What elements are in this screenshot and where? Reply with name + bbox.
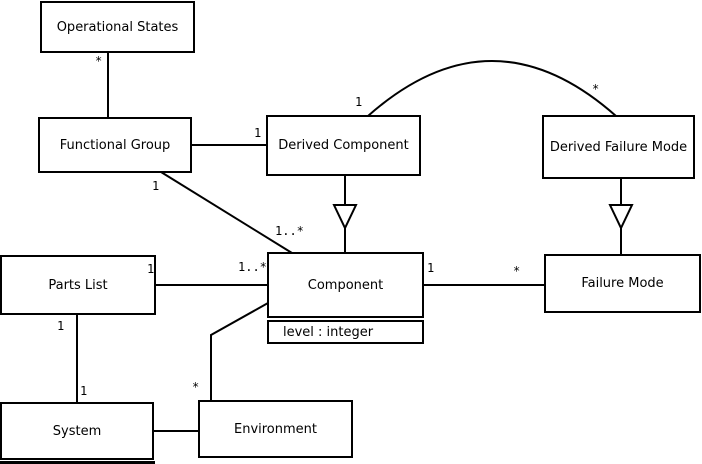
- class-component-attribute-compartment: level : integer: [267, 320, 424, 344]
- class-component: Component: [267, 252, 424, 318]
- class-derived-component: Derived Component: [266, 115, 421, 176]
- class-operational-states: Operational States: [40, 1, 195, 53]
- class-name: Environment: [233, 421, 317, 437]
- generalization-triangle-icon: [608, 204, 634, 231]
- system-cropped-compartment-edge: [0, 461, 155, 464]
- multiplicity-label: 1: [152, 179, 160, 193]
- multiplicity-label: *: [513, 264, 521, 278]
- multiplicity-label: *: [95, 54, 103, 68]
- class-environment: Environment: [198, 400, 353, 458]
- class-name: Failure Mode: [581, 276, 664, 291]
- class-name: System: [52, 423, 102, 439]
- class-functional-group: Functional Group: [38, 117, 192, 173]
- class-name: Operational States: [56, 19, 179, 35]
- association-environment-component: [210, 302, 269, 401]
- multiplicity-label: 1: [427, 261, 435, 275]
- association-arc-derived-component-derived-failure-mode: [367, 60, 617, 117]
- multiplicity-label: 1: [355, 95, 363, 109]
- class-parts-list: Parts List: [0, 255, 156, 315]
- multiplicity-label: 1: [57, 319, 65, 333]
- multiplicity-label: 1: [254, 126, 262, 140]
- multiplicity-label: 1..*: [238, 260, 267, 274]
- class-name: Parts List: [48, 277, 108, 293]
- attribute-text: level : integer: [283, 324, 374, 340]
- multiplicity-label: 1..*: [275, 224, 304, 238]
- class-name: Functional Group: [59, 137, 171, 153]
- generalization-triangle-icon: [332, 204, 358, 231]
- class-name: Derived Failure Mode: [549, 139, 688, 155]
- multiplicity-label: 1: [80, 384, 88, 398]
- multiplicity-label: 1: [147, 262, 155, 276]
- class-failure-mode: Failure Mode: [544, 254, 701, 313]
- class-name: Component: [307, 277, 384, 293]
- class-system: System: [0, 402, 154, 460]
- class-derived-failure-mode: Derived Failure Mode: [542, 115, 695, 179]
- multiplicity-label: *: [592, 82, 600, 96]
- multiplicity-label: *: [192, 380, 200, 394]
- class-name: Derived Component: [278, 138, 409, 153]
- association-functional-group-component: [160, 171, 293, 254]
